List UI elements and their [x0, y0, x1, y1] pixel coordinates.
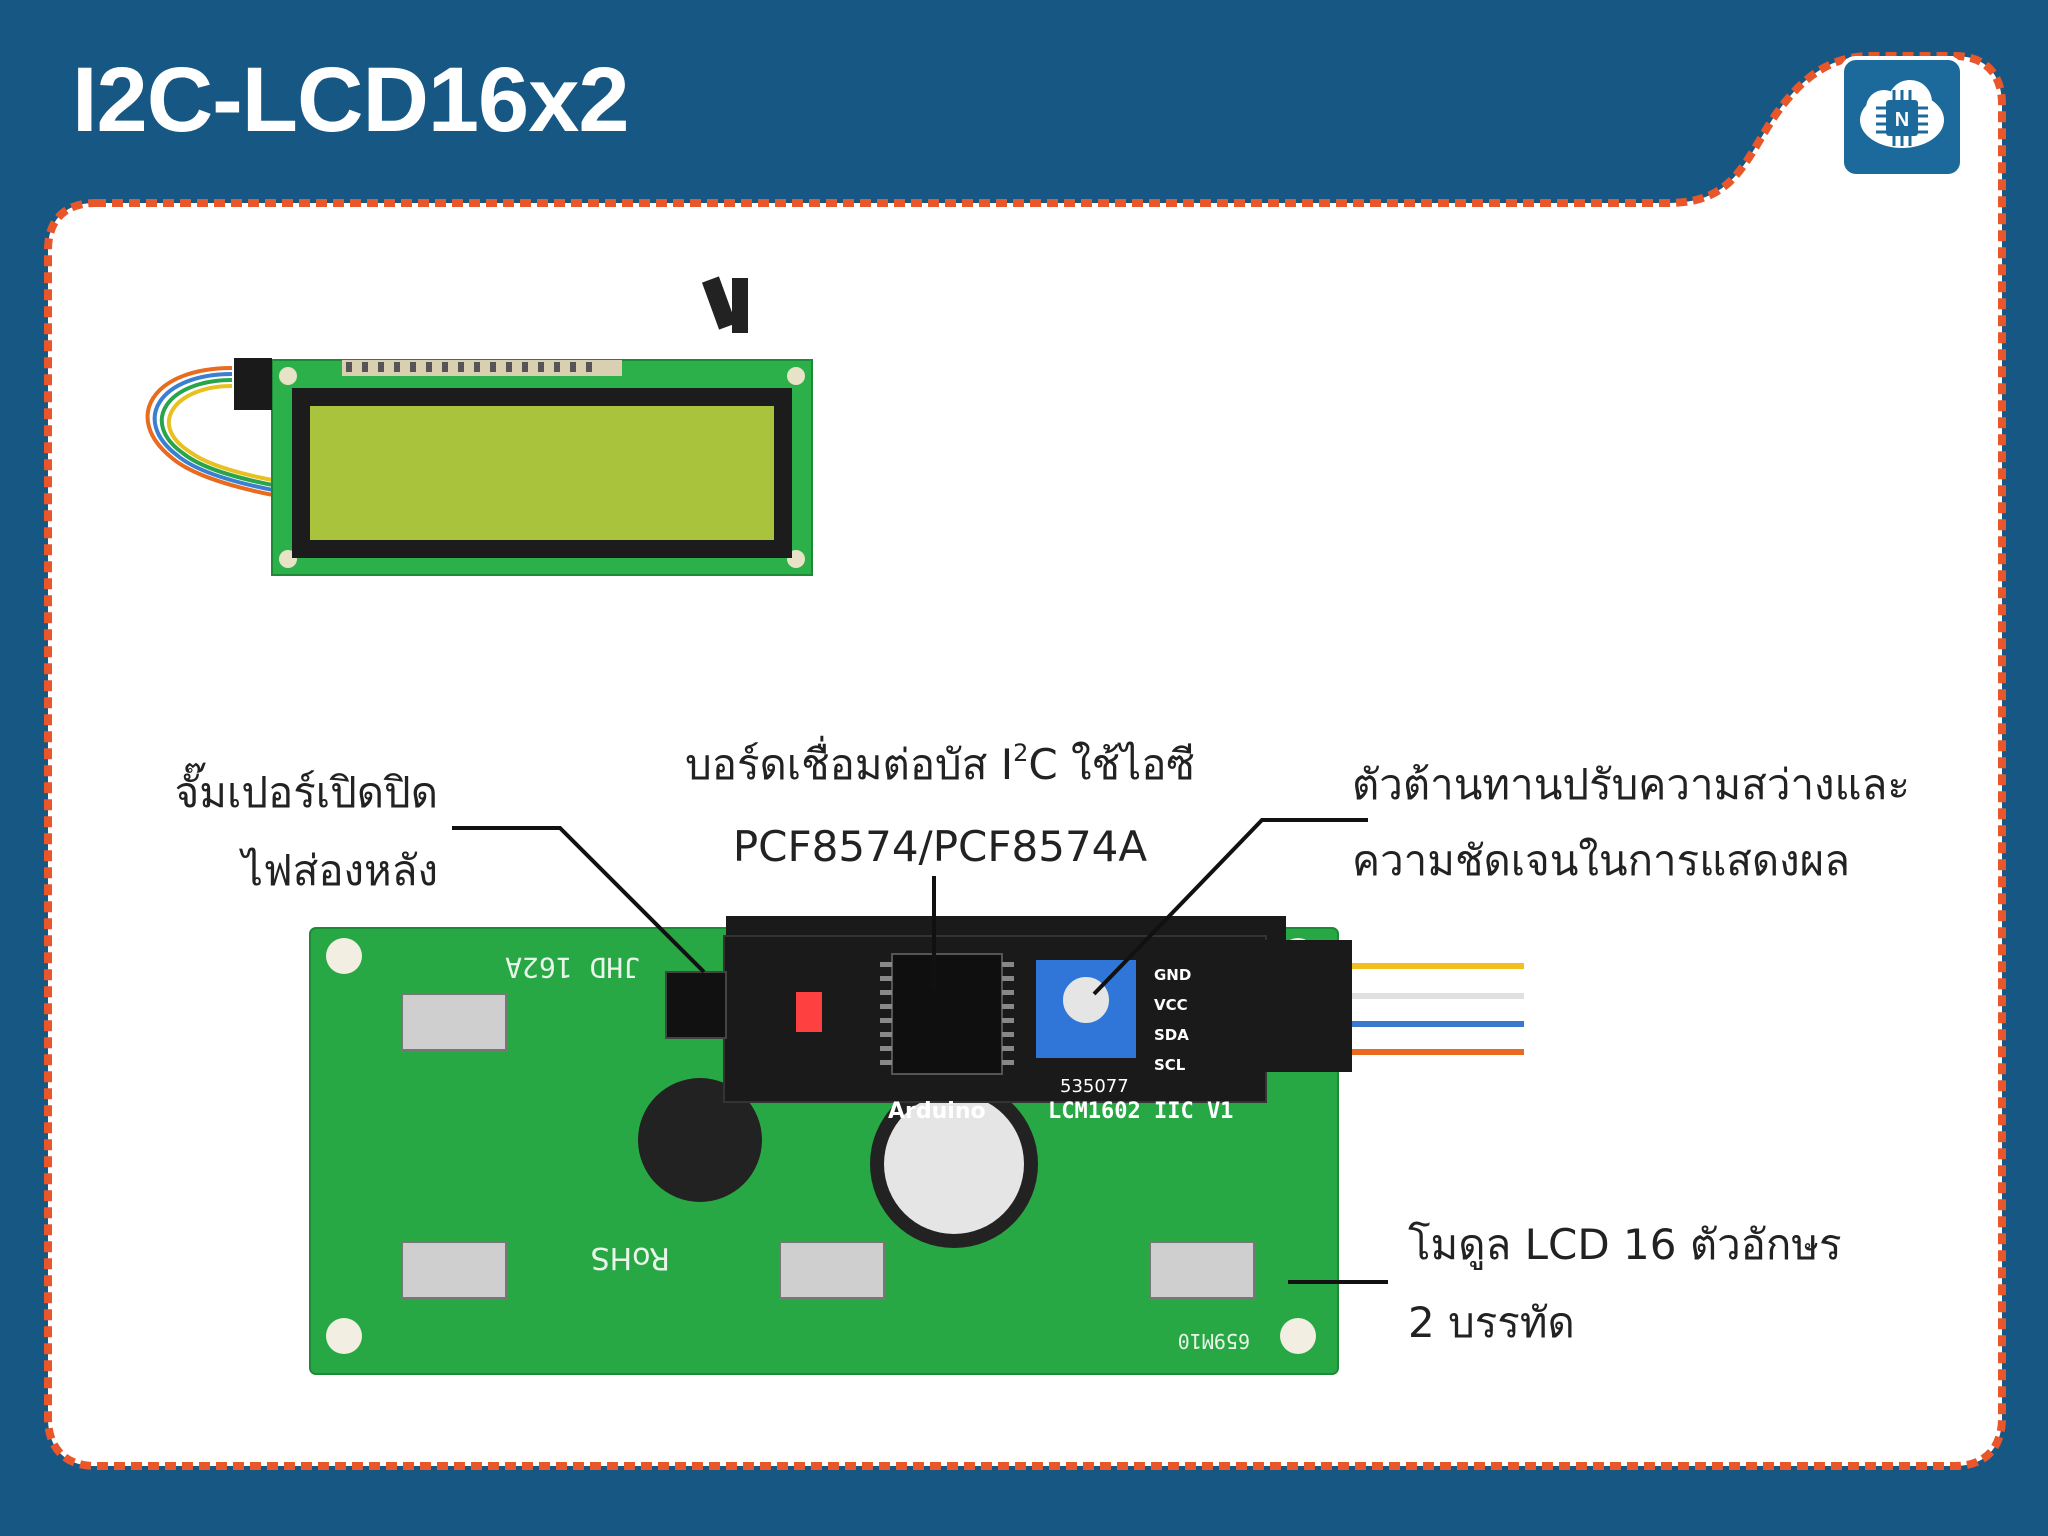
- svg-text:535077: 535077: [1060, 1076, 1129, 1097]
- lcd-back-photo: JHD 162A RoHS 659M10 535077 GND VCC SDA …: [309, 916, 1524, 1375]
- svg-text:SDA: SDA: [1154, 1026, 1189, 1044]
- svg-text:SCL: SCL: [1154, 1056, 1186, 1074]
- lcd-front-photo: [145, 276, 813, 576]
- board-label-line2: PCF8574/PCF8574A: [732, 822, 1148, 871]
- module-label-line2: 2 บรรทัด: [1408, 1298, 1575, 1347]
- svg-text:Arduino: Arduino: [888, 1099, 986, 1124]
- chip-cloud-icon: N: [1860, 80, 1944, 148]
- svg-text:659M10: 659M10: [1178, 1329, 1250, 1353]
- logo: N: [1840, 56, 1964, 178]
- page-title: I2C-LCD16x2: [72, 49, 630, 151]
- jumper-label-line1: จั๊มเปอร์เปิดปิด: [174, 768, 438, 817]
- svg-text:RoHS: RoHS: [591, 1240, 670, 1275]
- svg-text:JHD 162A: JHD 162A: [505, 951, 640, 984]
- board-label-line1: บอร์ดเชื่อมต่อบัส I2C ใช้ไอซี: [685, 739, 1195, 789]
- jumper-callout-line: [452, 826, 706, 974]
- svg-text:LCM1602 IIC V1: LCM1602 IIC V1: [1048, 1099, 1233, 1124]
- jumper-label-line2: ไฟส่องหลัง: [241, 846, 438, 895]
- pot-callout-line: [1092, 818, 1368, 996]
- svg-text:GND: GND: [1154, 966, 1191, 984]
- svg-text:VCC: VCC: [1154, 996, 1188, 1014]
- svg-text:N: N: [1895, 109, 1909, 131]
- pot-label-line1: ตัวต้านทานปรับความสว่างและ: [1352, 760, 1910, 809]
- module-label-line1: โมดูล LCD 16 ตัวอักษร: [1408, 1220, 1842, 1269]
- pot-label-line2: ความชัดเจนในการแสดงผล: [1352, 836, 1851, 885]
